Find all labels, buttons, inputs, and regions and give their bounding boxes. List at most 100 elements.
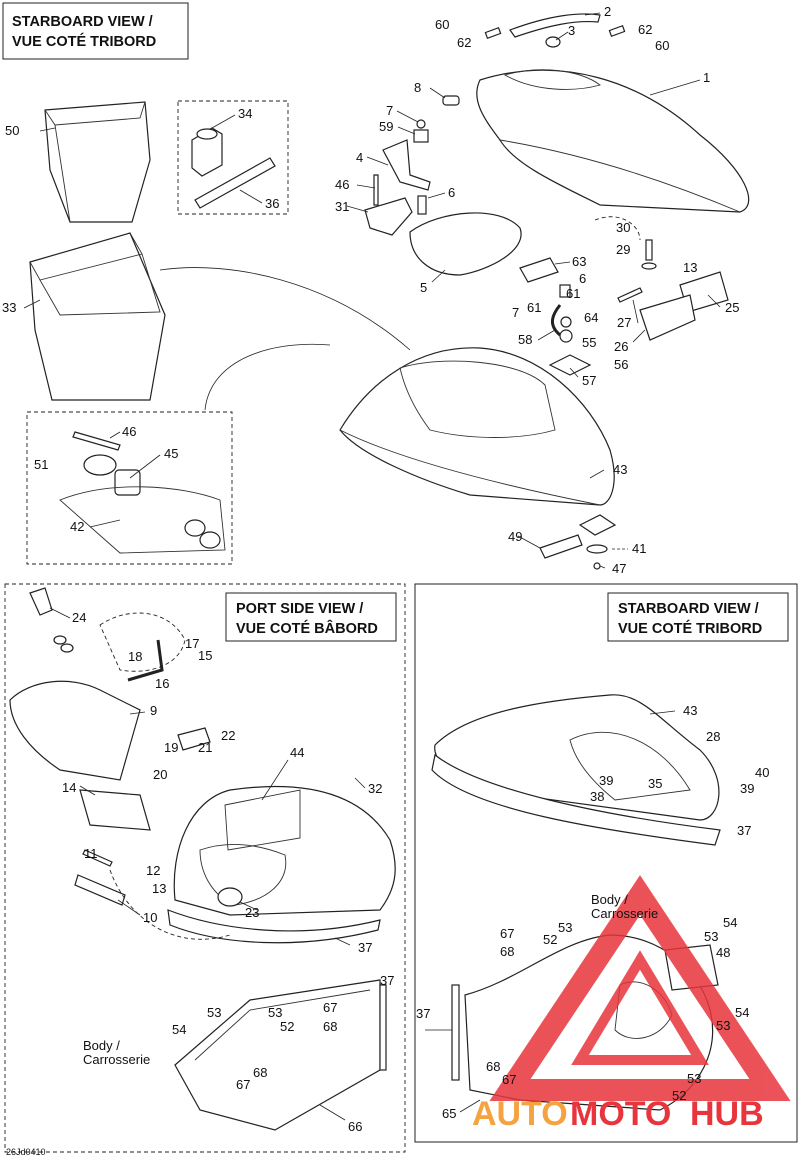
part-9-cover (9, 680, 141, 781)
port-view-title-2: VUE COTÉ BÂBORD (236, 619, 378, 637)
diagram-code: 26Jd0410 (6, 1147, 46, 1157)
port-view-panel (4, 583, 406, 1153)
callout-31: 31 (335, 199, 349, 214)
watermark-text-2: MOTO (570, 1095, 671, 1133)
callout-14: 14 (62, 780, 76, 795)
callout-37d: 37 (416, 1006, 430, 1021)
port-view-title-box (225, 592, 397, 642)
callout-7a: 7 (386, 103, 393, 118)
connector-inset (204, 343, 331, 411)
callout-55: 55 (582, 335, 596, 350)
callout-68a: 68 (323, 1019, 337, 1034)
callout-53f: 53 (687, 1071, 701, 1086)
part-2-trim (509, 13, 601, 38)
callout-30: 30 (616, 220, 630, 235)
port-view-title-1: PORT SIDE VIEW / (236, 601, 363, 617)
watermark-text-3: HUB (690, 1095, 764, 1133)
top-view-title-2: VUE COTÉ TRIBORD (12, 33, 156, 50)
callout-labels: 1 2 3 4 5 6 6 7 7 8 59 46 31 60 62 62 60… (2, 4, 769, 1134)
part-62-pin-right (608, 25, 626, 37)
leader-lines (23, 12, 721, 1121)
callout-43a: 43 (613, 462, 627, 477)
part-1-hood (476, 69, 750, 213)
part-26-hinge (639, 294, 696, 341)
part-4-bracket (382, 139, 431, 191)
callout-45: 45 (164, 446, 178, 461)
callout-57: 57 (582, 373, 596, 388)
part-7-nut (416, 119, 426, 129)
part-30-bolt (645, 239, 653, 261)
part-31-latch (364, 197, 413, 236)
callout-54b: 54 (723, 915, 737, 930)
callout-35: 35 (648, 776, 662, 791)
callout-18: 18 (128, 649, 142, 664)
callout-61b: 61 (527, 300, 541, 315)
part-46-pin-inset (72, 431, 121, 451)
callout-8: 8 (414, 80, 421, 95)
callout-52b: 52 (543, 932, 557, 947)
callout-24: 24 (72, 610, 86, 625)
callout-16: 16 (155, 676, 169, 691)
callout-37b: 37 (380, 973, 394, 988)
part-41-plate (578, 514, 617, 536)
part-29-washer (641, 262, 657, 270)
callout-53b: 53 (268, 1005, 282, 1020)
part-66-body-pan (174, 979, 381, 1131)
part-61-washer (560, 316, 572, 328)
callout-67c: 67 (500, 926, 514, 941)
callout-37c: 37 (737, 823, 751, 838)
part-51-screw (83, 454, 117, 476)
part-6-bolt (417, 195, 427, 215)
callout-66: 66 (348, 1119, 362, 1134)
part-49-spring (539, 534, 583, 559)
callout-12: 12 (146, 863, 160, 878)
callout-7b: 7 (512, 305, 519, 320)
part-45-ring-2 (199, 531, 221, 549)
callout-44: 44 (290, 745, 304, 760)
callout-20: 20 (153, 767, 167, 782)
callout-68d: 68 (486, 1059, 500, 1074)
callout-59: 59 (379, 119, 393, 134)
top-view-title-1: STARBOARD VIEW / (12, 14, 153, 30)
part-45-ring-1 (184, 519, 206, 537)
callout-39b: 39 (599, 773, 613, 788)
callout-27: 27 (617, 315, 631, 330)
part-59-nut (413, 129, 429, 143)
part-8-plug (442, 95, 460, 106)
part-45-latch-body (114, 469, 141, 496)
part-27-rod (617, 287, 643, 303)
part-24-ring-1 (53, 635, 67, 645)
callout-2: 2 (604, 4, 611, 19)
callout-46b: 46 (122, 424, 136, 439)
callout-19: 19 (164, 740, 178, 755)
callout-62a: 62 (457, 35, 471, 50)
part-42-panel (59, 486, 226, 554)
right-starboard-title-1: STARBOARD VIEW / (618, 601, 759, 617)
part-11-pin (82, 849, 113, 867)
part-47-nut (593, 562, 601, 570)
callout-36: 36 (265, 196, 279, 211)
connector-10 (109, 869, 231, 940)
body-label-port-2: Carrosserie (83, 1052, 150, 1067)
callout-33: 33 (2, 300, 16, 315)
callout-13b: 13 (152, 881, 166, 896)
callout-6a: 6 (448, 185, 455, 200)
callout-21: 21 (198, 740, 212, 755)
callout-60a: 60 (435, 17, 449, 32)
callout-23: 23 (245, 905, 259, 920)
callout-67a: 67 (323, 1000, 337, 1015)
part-57-pad (548, 354, 592, 376)
part-58-cable (551, 304, 562, 337)
callout-41: 41 (632, 541, 646, 556)
part-41-washer (586, 544, 608, 554)
inset-42-45-box (26, 411, 233, 565)
body-label-star-1: Body / (591, 892, 628, 907)
callout-48: 48 (716, 945, 730, 960)
connector-33 (159, 267, 411, 351)
callout-39a: 39 (740, 781, 754, 796)
part-55-grommet (559, 329, 573, 343)
body-label-star-2: Carrosserie (591, 906, 658, 921)
part-37-rail-starboard (451, 984, 460, 1081)
callout-51: 51 (34, 457, 48, 472)
part-24-ring-2 (60, 643, 74, 653)
